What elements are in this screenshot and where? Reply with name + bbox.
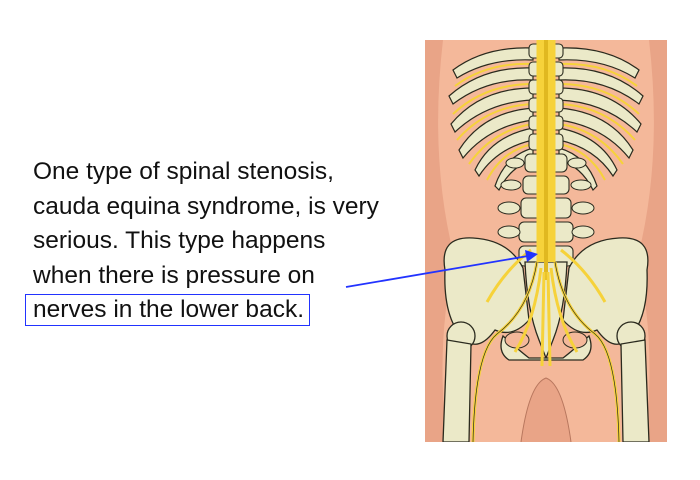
caption-text: One type of spinal stenosis, cauda equin… (25, 155, 433, 328)
spinal-nerves (536, 40, 556, 280)
lower-back-anatomy-illustration (425, 40, 667, 442)
highlighted-phrase-box: nerves in the lower back. (25, 294, 310, 326)
intercostal-nerves (452, 62, 640, 181)
caption-line-3: serious. This type happens (33, 227, 326, 254)
rib-cage (448, 47, 644, 192)
femurs (442, 321, 650, 442)
caption-line-1: One type of spinal stenosis, (33, 158, 334, 185)
caption-line-2: cauda equina syndrome, is very (33, 192, 379, 220)
caption-line-4: when there is pressure on (33, 261, 315, 289)
